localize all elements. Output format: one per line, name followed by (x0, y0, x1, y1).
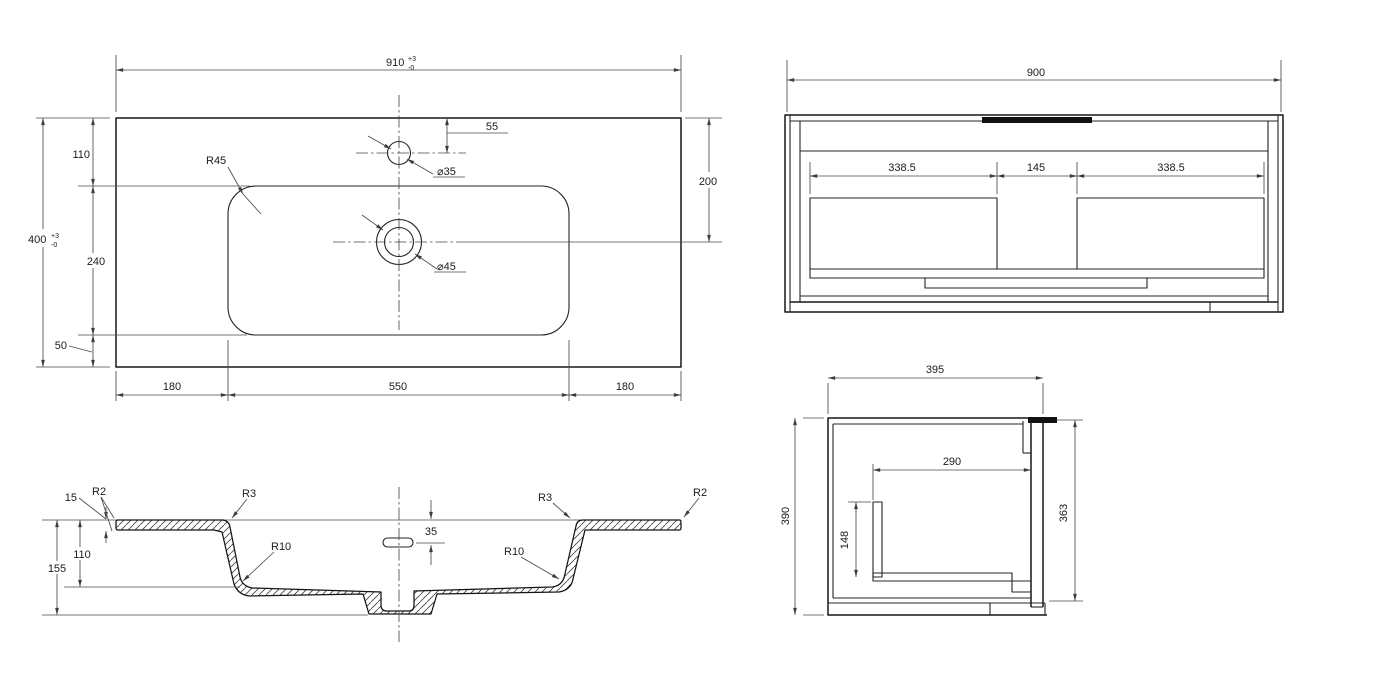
front-rail (1011, 580, 1032, 593)
dim-center-gap: 145 (1027, 162, 1045, 174)
dim-basin-width: 910 (386, 57, 404, 69)
dim-depth-total: 155 (48, 563, 66, 575)
dim-front-height: 363 (1058, 504, 1070, 522)
handle-profile (1028, 417, 1057, 423)
handle-bar (982, 117, 1092, 123)
dim-cabinet-height: 390 (780, 507, 792, 525)
dim-r3-right: R3 (538, 492, 552, 504)
cabinet-side-view: 395 390 290 148 363 (780, 364, 1083, 616)
drawer-bottom-panel (872, 572, 1013, 582)
dim-cabinet-width: 900 (1027, 67, 1045, 79)
dim-basin-height-tol-minus: -0 (51, 242, 57, 249)
overflow-slot (382, 537, 414, 548)
dim-right-drawer-width: 338.5 (1157, 162, 1185, 174)
dim-basin-height-tol-plus: +3 (51, 233, 59, 240)
basin-top-view: 910 +3 -0 400 +3 -0 110 240 50 55 ⌀35 (26, 55, 724, 401)
dim-r10-right: R10 (504, 546, 524, 558)
dim-r2-right: R2 (693, 487, 707, 499)
dim-r3-left: R3 (242, 488, 256, 500)
dim-drain-offset: 200 (699, 176, 717, 188)
cabinet-front-view: 900 338.5 145 338.5 (784, 60, 1284, 313)
dim-overflow-offset: 35 (425, 526, 437, 538)
dim-rim-offset: 110 (72, 149, 90, 161)
dim-depth-inner: 110 (73, 549, 91, 561)
dim-basin-height: 400 (28, 234, 46, 246)
dim-cabinet-depth: 395 (926, 364, 944, 376)
drawer-back-panel (872, 501, 883, 578)
dim-left-drawer-width: 338.5 (888, 162, 916, 174)
drawer-right (1076, 197, 1265, 270)
dim-r10-left: R10 (271, 541, 291, 553)
dim-bottom-gap: 50 (55, 340, 67, 352)
drawer-left (809, 197, 998, 270)
basin-outline (115, 117, 682, 368)
dim-rim-thickness: 15 (65, 492, 77, 504)
dim-r2-left: R2 (92, 486, 106, 498)
recessed-step (924, 277, 1148, 289)
dim-faucet-offset: 55 (486, 121, 498, 133)
dim-bowl-width: 550 (389, 381, 407, 393)
section-profile (115, 519, 682, 615)
dim-margin-right: 180 (616, 381, 634, 393)
dim-drawer-inner-height: 148 (839, 531, 851, 549)
dim-drain-dia: ⌀45 (437, 261, 456, 273)
dim-faucet-dia: ⌀35 (437, 166, 456, 178)
basin-section-view: 15 R2 R3 R10 110 155 35 R3 R10 (42, 486, 707, 642)
dim-margin-left: 180 (163, 381, 181, 393)
bottom-rail (809, 268, 1265, 279)
dim-corner-radius: R45 (206, 155, 226, 167)
dim-basin-width-tol-minus: -0 (408, 65, 414, 72)
dim-inner-depth: 290 (943, 456, 961, 468)
cabinet-side-outline (827, 417, 1047, 616)
dim-bowl-length: 240 (87, 256, 105, 268)
cabinet-front-outline (784, 114, 1284, 313)
dim-basin-width-tol-plus: +3 (408, 56, 416, 63)
bowl-outline (227, 185, 570, 336)
